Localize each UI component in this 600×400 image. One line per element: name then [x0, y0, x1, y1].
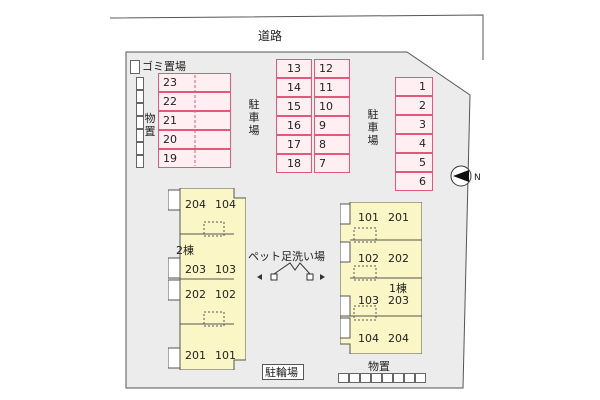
unit-label: 203 [185, 263, 206, 276]
parking-label-a: 駐車場 [248, 98, 260, 137]
unit-label: 104 [215, 198, 236, 211]
unit-label: 103 [215, 263, 236, 276]
pet-area-map [257, 262, 325, 281]
parking-stall: 13 [276, 59, 312, 78]
unit-label: 203 [388, 294, 409, 307]
unit-label: 202 [185, 288, 206, 301]
parking-stall: 17 [276, 135, 312, 154]
north-label: N [474, 173, 481, 183]
parking-stall: 15 [276, 97, 312, 116]
parking-stall: 14 [276, 78, 312, 97]
unit-label: 204 [388, 332, 409, 345]
parking-stall: 16 [276, 116, 312, 135]
unit-label: 103 [358, 294, 379, 307]
parking-stall: 9 [314, 116, 350, 135]
parking-stall: 2 [395, 96, 433, 115]
building-1-name: 1棟 [389, 282, 407, 295]
parking-stall: 5 [395, 153, 433, 172]
bicycle-parking-label: 駐輪場 [265, 366, 298, 379]
parking-stall: 11 [314, 78, 350, 97]
bicycle-parking: 駐輪場 [262, 364, 304, 380]
unit-label: 101 [358, 211, 379, 224]
unit-label: 201 [185, 349, 206, 362]
unit-label: 101 [215, 349, 236, 362]
unit-label: 104 [358, 332, 379, 345]
unit-label: 102 [215, 288, 236, 301]
parking-stall: 12 [314, 59, 350, 78]
trash-box [130, 60, 140, 74]
unit-label: 202 [388, 252, 409, 265]
building-2: 204 104 2棟 203 103 202 102 201 101 [168, 188, 246, 370]
storage-bottom-label: 物置 [368, 360, 390, 373]
trash-label: ゴミ置場 [142, 60, 186, 73]
parking-stall: 6 [395, 172, 433, 191]
parking-stall: 1 [395, 77, 433, 96]
parking-label-b: 駐車場 [367, 108, 379, 147]
building-2-name: 2棟 [176, 244, 194, 257]
storage-bottom-boxes [338, 373, 426, 383]
north-arrow-icon: N [450, 165, 481, 187]
road-label: 道路 [258, 29, 283, 43]
unit-label: 102 [358, 252, 379, 265]
parking-stall: 19 [158, 149, 231, 168]
building-1: 101 201 102 202 1棟 103 203 104 204 [340, 202, 422, 354]
parking-stall: 8 [314, 135, 350, 154]
parking-stall: 18 [276, 154, 312, 173]
unit-label: 201 [388, 211, 409, 224]
parking-stall: 7 [314, 154, 350, 173]
parking-left: 23 22 21 20 19 [158, 73, 231, 168]
parking-stall: 10 [314, 97, 350, 116]
parking-stall: 20 [158, 130, 231, 149]
parking-stall: 4 [395, 134, 433, 153]
storage-left-label: 物置 [144, 112, 156, 138]
pet-area-label: ペット足洗い場 [248, 250, 325, 263]
unit-label: 204 [185, 198, 206, 211]
parking-stall: 3 [395, 115, 433, 134]
